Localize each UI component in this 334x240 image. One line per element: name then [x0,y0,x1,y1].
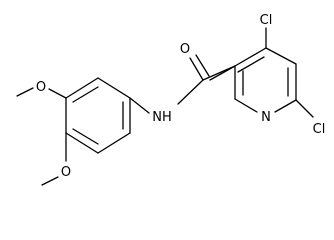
chlorine-label-top: Cl [260,13,273,28]
bonds [16,27,314,186]
bond [72,86,99,103]
amide-nh-label: NH [152,110,172,125]
structure-diagram: Cl Cl O NH N O O [16,13,325,186]
atom-labels: Cl Cl O NH N O O [36,13,325,180]
bond [129,97,150,114]
methoxy-oxygen-label-upper: O [36,80,46,95]
bond [295,99,314,118]
molecule-drawing: Cl Cl O NH N O O [16,13,325,186]
bond [234,98,258,113]
bond [195,54,210,77]
bond [177,79,204,105]
bond [97,77,131,99]
bond [72,128,99,145]
bond [202,65,236,81]
bond [41,176,59,186]
bond [48,88,67,99]
pyridine-nitrogen-label: N [261,110,271,125]
bond [16,87,34,97]
bond [65,77,99,99]
methoxy-oxygen-label-lower: O [61,165,71,180]
bond [65,132,99,154]
bond [189,57,204,81]
chlorine-label-bottom: Cl [313,122,326,137]
carbonyl-oxygen-label: O [180,42,190,57]
bond [97,132,131,154]
bond [265,47,297,65]
bond [234,47,267,67]
bond [237,56,265,73]
bond [274,99,297,113]
